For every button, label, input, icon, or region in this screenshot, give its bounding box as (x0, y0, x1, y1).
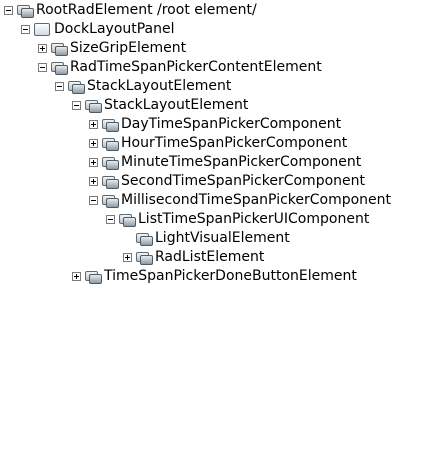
expand-icon[interactable] (89, 120, 98, 129)
tree-node-label: DockLayoutPanel (54, 21, 175, 37)
tree-node-rad-list-element[interactable]: RadListElement (123, 248, 264, 267)
tree-node-label: TimeSpanPickerDoneButtonElement (104, 268, 357, 284)
tree-node-label: StackLayoutElement (104, 97, 249, 113)
tree-node-size-grip-element[interactable]: SizeGripElement (38, 39, 186, 58)
collapse-icon[interactable] (89, 196, 98, 205)
element-icon (102, 137, 119, 151)
tree-node-label: SecondTimeSpanPickerComponent (121, 173, 365, 189)
expand-icon[interactable] (89, 139, 98, 148)
expand-icon[interactable] (123, 253, 132, 262)
collapse-icon[interactable] (55, 82, 64, 91)
tree-node-label: RadTimeSpanPickerContentElement (70, 59, 322, 75)
tree-node-dock-layout-panel[interactable]: DockLayoutPanel (21, 20, 175, 39)
element-icon (51, 42, 68, 56)
tree-node-done-button-element[interactable]: TimeSpanPickerDoneButtonElement (72, 267, 357, 286)
tree-node-label: SizeGripElement (70, 40, 187, 56)
tree-node-stack-layout-element-inner[interactable]: StackLayoutElement (72, 96, 248, 115)
expand-icon[interactable] (72, 272, 81, 281)
tree-node-label: RadListElement (155, 249, 265, 265)
tree-node-label: RootRadElement /root element/ (36, 2, 257, 18)
tree-node-label: StackLayoutElement (87, 78, 232, 94)
element-icon (136, 232, 153, 246)
tree-node-label: ListTimeSpanPickerUIComponent (138, 211, 370, 227)
tree-node-label: HourTimeSpanPickerComponent (121, 135, 348, 151)
element-icon (51, 61, 68, 75)
element-icon (119, 213, 136, 227)
element-icon (17, 4, 34, 18)
tree-node-second-component[interactable]: SecondTimeSpanPickerComponent (89, 172, 365, 191)
tree-node-root-rad-element[interactable]: RootRadElement /root element/ (4, 1, 257, 20)
element-icon (68, 80, 85, 94)
tree-node-stack-layout-element[interactable]: StackLayoutElement (55, 77, 231, 96)
no-expander (123, 234, 132, 243)
expand-icon[interactable] (89, 177, 98, 186)
collapse-icon[interactable] (38, 63, 47, 72)
element-icon (136, 251, 153, 265)
element-icon (85, 270, 102, 284)
collapse-icon[interactable] (106, 215, 115, 224)
tree-node-hour-component[interactable]: HourTimeSpanPickerComponent (89, 134, 347, 153)
tree-node-millisecond-component[interactable]: MillisecondTimeSpanPickerComponent (89, 191, 391, 210)
expand-icon[interactable] (89, 158, 98, 167)
tree-node-label: MinuteTimeSpanPickerComponent (121, 154, 362, 170)
tree-node-day-component[interactable]: DayTimeSpanPickerComponent (89, 115, 341, 134)
tree-node-list-ui-component[interactable]: ListTimeSpanPickerUIComponent (106, 210, 369, 229)
tree-node-light-visual-element[interactable]: LightVisualElement (123, 229, 290, 248)
element-icon (85, 99, 102, 113)
panel-icon (34, 23, 50, 36)
collapse-icon[interactable] (4, 6, 13, 15)
tree-node-content-element[interactable]: RadTimeSpanPickerContentElement (38, 58, 322, 77)
tree-node-label: DayTimeSpanPickerComponent (121, 116, 342, 132)
expand-icon[interactable] (38, 44, 47, 53)
collapse-icon[interactable] (21, 25, 30, 34)
element-icon (102, 118, 119, 132)
element-icon (102, 194, 119, 208)
element-icon (102, 175, 119, 189)
element-icon (102, 156, 119, 170)
collapse-icon[interactable] (72, 101, 81, 110)
tree-node-minute-component[interactable]: MinuteTimeSpanPickerComponent (89, 153, 361, 172)
tree-node-label: MillisecondTimeSpanPickerComponent (121, 192, 392, 208)
tree-node-label: LightVisualElement (155, 230, 290, 246)
